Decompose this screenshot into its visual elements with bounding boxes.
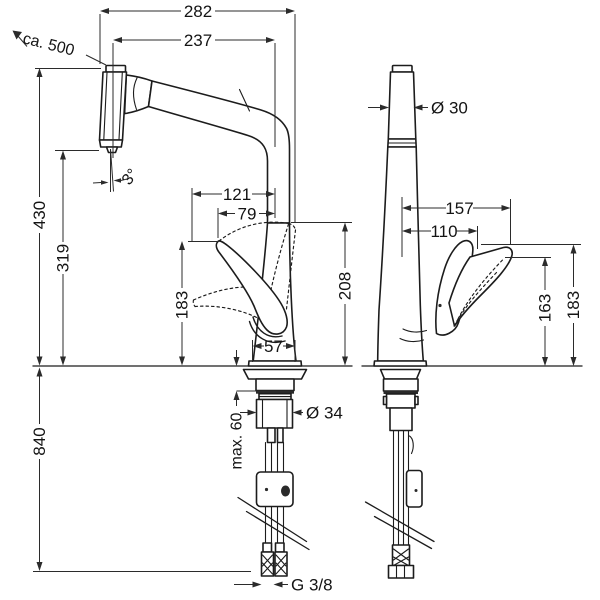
dim-max-counter-thickness-label: max. 60 xyxy=(229,412,246,469)
faucet-views xyxy=(32,64,583,579)
dim-spray-angle-label: 3° xyxy=(119,166,142,189)
left-view-side xyxy=(98,64,310,577)
dimension-lines xyxy=(12,8,581,588)
dim-body-width-label: 57 xyxy=(264,337,283,356)
dim-overall-reach-label: 282 xyxy=(184,2,212,21)
under-counter-left xyxy=(237,368,310,577)
handle-lever xyxy=(215,240,288,343)
spout-column xyxy=(387,71,417,140)
spout-arm xyxy=(147,80,291,224)
dim-below-counter-length-label: 840 xyxy=(30,427,49,455)
dim-handle-tip-height-label: 183 xyxy=(564,291,583,319)
dimension-labels: 282 237 ca. 500 3° 430 319 121 79 183 20… xyxy=(21,2,583,595)
dim-spout-top-height-label: 208 xyxy=(336,272,355,300)
right-view-front xyxy=(364,64,513,579)
dim-handle-reach-total-label: 121 xyxy=(223,185,251,204)
dim-handle-offset-label: 110 xyxy=(430,222,457,241)
dim-outlet-height-label: 319 xyxy=(54,244,73,272)
dim-handle-height-label: 183 xyxy=(173,291,192,319)
dim-thread-size-label: G 3/8 xyxy=(291,576,333,595)
under-counter-right xyxy=(364,368,435,579)
faucet-body-front xyxy=(376,146,425,362)
dim-spout-reach-label: 237 xyxy=(184,31,212,50)
dim-handle-base-height-label: 163 xyxy=(536,294,555,322)
dim-shank-diameter-label: Ø 34 xyxy=(306,404,343,423)
dim-handle-reach-label: 79 xyxy=(238,204,257,223)
dim-overall-height-label: 430 xyxy=(30,201,49,229)
spray-head xyxy=(98,64,128,154)
dim-hose-extension-label: ca. 500 xyxy=(21,30,76,59)
dim-spout-diameter-label: Ø 30 xyxy=(431,99,468,118)
handle-lever-front xyxy=(435,239,513,336)
dim-handle-tip-offset-label: 157 xyxy=(445,199,473,218)
